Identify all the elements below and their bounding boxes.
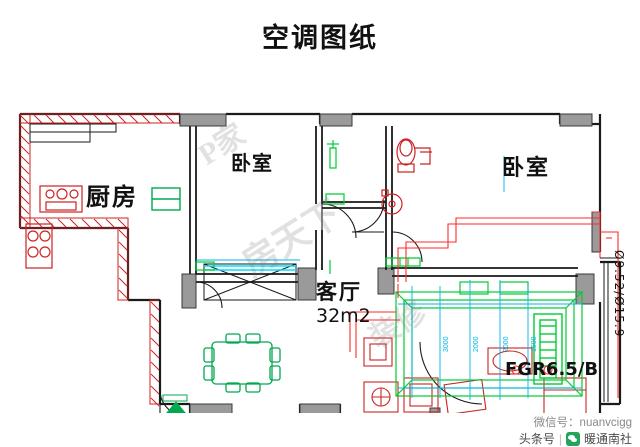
dimension-text: 3000 2000 2000 1500	[443, 336, 538, 352]
footer: 微信号：nuanvcigg 头条号 | 暖通南社	[0, 413, 640, 447]
pipe-diameter-label: Ø9.52/Ø15.9	[612, 250, 626, 338]
kitchen-fixtures	[25, 185, 83, 269]
page-title: 空调图纸	[262, 23, 378, 54]
kitchen-counter	[29, 123, 117, 143]
room-label-living: 客厅	[316, 280, 362, 304]
room-label-bedroom2: 卧室	[502, 156, 551, 181]
footer-separator: |	[558, 431, 562, 446]
bedroom1-window	[204, 265, 296, 271]
living-area-annotation: 32m2	[316, 305, 371, 327]
account-line: 头条号 | 暖通南社	[519, 430, 632, 447]
refrigerant-piping	[349, 211, 619, 398]
wechat-id-text: 微信号：nuanvcigg	[533, 417, 632, 429]
wall-hatch	[19, 113, 181, 407]
equipment-model-label: FGR6.5/B	[505, 359, 599, 380]
svg-text:2000: 2000	[473, 336, 480, 352]
wechat-icon	[565, 431, 580, 446]
account-prefix-label: 头条号	[518, 432, 555, 446]
interior-walls	[159, 126, 578, 404]
svg-text:3000: 3000	[443, 336, 450, 352]
room-label-bedroom1: 卧室	[231, 151, 273, 175]
doors	[159, 199, 483, 417]
svg-text:2000: 2000	[503, 336, 510, 352]
dining-set	[203, 333, 281, 393]
svg-text:1500: 1500	[531, 336, 538, 352]
living-furniture	[363, 337, 587, 416]
dimension-lines	[196, 156, 582, 400]
bathroom-fixtures	[381, 138, 432, 215]
room-label-kitchen: 厨房	[86, 183, 138, 211]
account-name-label: 暖通南社	[583, 432, 632, 446]
balcony-outline	[600, 257, 620, 402]
kitchen-window	[151, 187, 181, 211]
